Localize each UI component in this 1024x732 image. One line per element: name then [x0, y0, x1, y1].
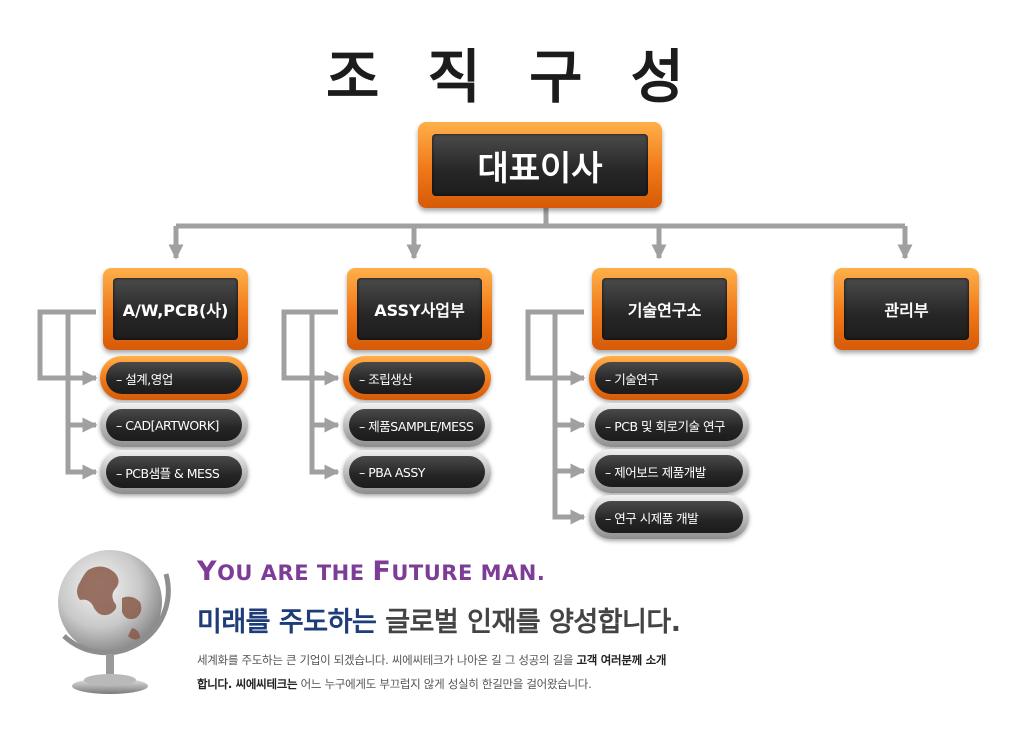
desc-line1-b: 고객 여러분께 소개 — [576, 653, 667, 667]
dept-admin-label: 관리부 — [884, 301, 929, 320]
page-title: 조 직 구 성 — [325, 43, 699, 111]
sub-item-aw-1: – 설계,영업 — [100, 356, 248, 400]
sub-item-label: – 제품SAMPLE/MESS — [349, 409, 485, 441]
sub-item-label: – 제어보드 제품개발 — [595, 455, 743, 487]
sub-item-research-4: – 연구 시제품 개발 — [589, 495, 749, 539]
description-line-1: 세계화를 주도하는 큰 기업이 되겠습니다. 씨에씨테크가 나아온 길 그 성공… — [197, 652, 666, 668]
dept-aw-pcb: A/W,PCB(사) — [103, 268, 248, 350]
sub-item-label: – 기술연구 — [595, 362, 743, 394]
description-line-2: 합니다. 씨에씨테크는 어느 누구에게도 부끄럽지 않게 성실히 한길만을 걸어… — [197, 676, 592, 692]
slogan-ko-part1: 미래를 주도하는 — [197, 607, 386, 638]
dept-research: 기술연구소 — [592, 268, 737, 350]
sub-item-label: – 설계,영업 — [106, 362, 242, 394]
sub-item-label: – 연구 시제품 개발 — [595, 501, 743, 533]
sub-item-assy-3: – PBA ASSY — [343, 450, 491, 494]
sub-item-research-2: – PCB 및 회로기술 연구 — [589, 403, 749, 447]
dept-admin: 관리부 — [834, 268, 979, 350]
desc-line1-a: 세계화를 주도하는 큰 기업이 되겠습니다. 씨에씨테크가 나아온 길 그 성공… — [197, 653, 577, 667]
sub-item-label: – 조립생산 — [349, 362, 485, 394]
slogan-en-uture: UTURE MAN. — [391, 561, 546, 585]
globe-icon — [58, 550, 171, 694]
slogan-english: YOU ARE THE FUTURE MAN. — [197, 556, 545, 587]
dept-aw-pcb-label: A/W,PCB(사) — [122, 301, 229, 320]
ceo-label: 대표이사 — [477, 148, 603, 189]
desc-line2-a: 합니다. 씨에씨테크는 — [197, 677, 298, 691]
slogan-en-f: F — [372, 556, 392, 587]
dept-research-label: 기술연구소 — [627, 301, 702, 320]
dept-assy: ASSY사업부 — [347, 268, 492, 350]
sub-item-research-1: – 기술연구 — [589, 356, 749, 400]
slogan-en-y: Y — [197, 556, 218, 587]
slogan-korean: 미래를 주도하는 글로벌 인재를 양성합니다. — [197, 600, 681, 639]
sub-item-assy-1: – 조립생산 — [343, 356, 491, 400]
sub-item-label: – PCB샘플 & MESS — [106, 456, 242, 488]
slogan-ko-part2: 글로벌 인재를 양성합니다. — [385, 607, 681, 638]
sub-item-label: – PBA ASSY — [349, 456, 485, 488]
desc-line2-b: 어느 누구에게도 부끄럽지 않게 성실히 한길만을 걸어왔습니다. — [297, 677, 592, 691]
sub-item-label: – CAD[ARTWORK] — [106, 409, 242, 441]
slogan-en-ou: OU ARE THE — [217, 561, 373, 585]
dept-assy-label: ASSY사업부 — [374, 301, 465, 320]
sub-item-aw-2: – CAD[ARTWORK] — [100, 403, 248, 447]
sub-item-aw-3: – PCB샘플 & MESS — [100, 450, 248, 494]
sub-item-research-3: – 제어보드 제품개발 — [589, 449, 749, 493]
sub-item-label: – PCB 및 회로기술 연구 — [595, 409, 743, 441]
ceo-node: 대표이사 — [418, 122, 662, 208]
sub-item-assy-2: – 제품SAMPLE/MESS — [343, 403, 491, 447]
